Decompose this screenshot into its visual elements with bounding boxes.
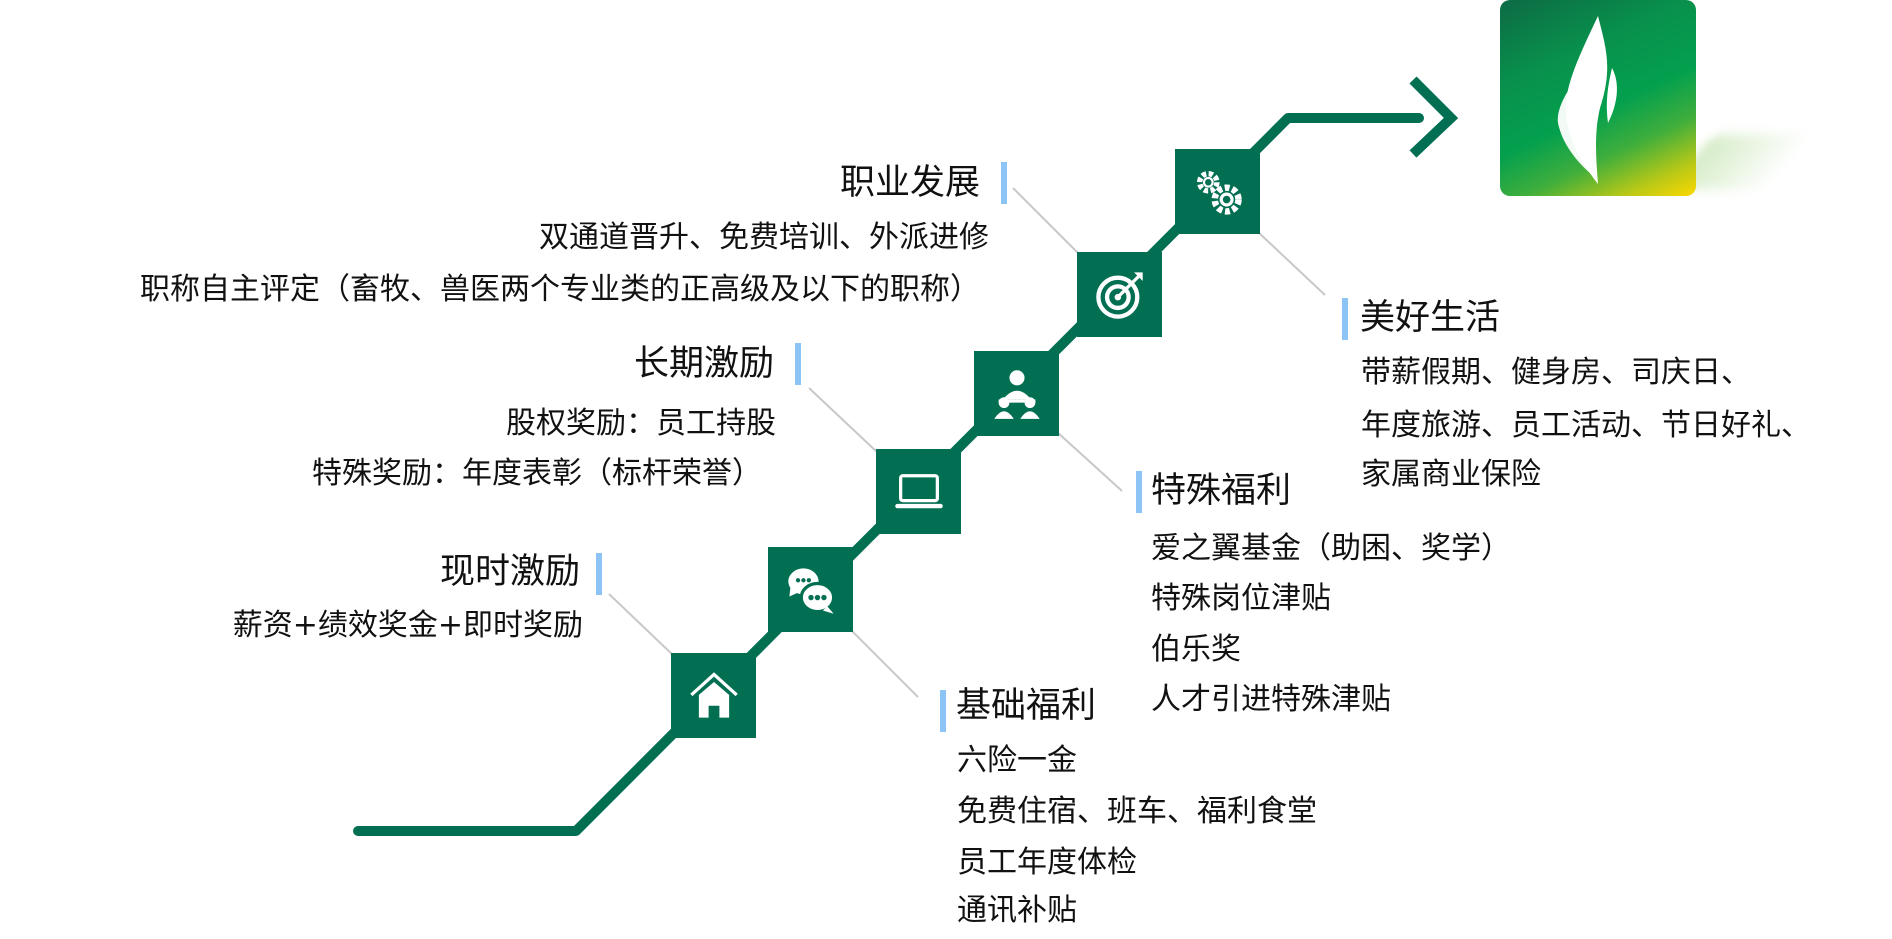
basic-welfare-item: 六险一金 xyxy=(957,743,1077,778)
home-icon xyxy=(689,671,738,718)
basic-welfare-item: 通讯补贴 xyxy=(957,893,1077,928)
current-incentive-title: 现时激励 xyxy=(439,552,580,592)
chat-box xyxy=(768,547,853,632)
special-welfare-item: 爱之翼基金（助困、奖学） xyxy=(1151,531,1511,566)
career-item: 双通道晋升、免费培训、外派进修 xyxy=(539,220,989,255)
long-term-item: 股权奖励：员工持股 xyxy=(506,406,776,441)
long-term-item: 特殊奖励：年度表彰（标杆荣誉） xyxy=(312,456,762,491)
special-welfare-title: 特殊福利 xyxy=(1151,471,1292,511)
good-life-title: 美好生活 xyxy=(1360,298,1501,338)
company-logo xyxy=(1500,0,1696,196)
special-welfare-item: 人才引进特殊津贴 xyxy=(1151,682,1391,717)
connector-lines xyxy=(608,187,1326,698)
title-accent-bar xyxy=(596,553,602,595)
team-box xyxy=(974,351,1059,436)
home-box xyxy=(671,653,756,738)
target-box xyxy=(1077,252,1162,337)
special-welfare-item: 伯乐奖 xyxy=(1151,632,1241,667)
title-accent-bar xyxy=(1136,471,1142,513)
title-accent-bar xyxy=(795,343,801,385)
gears-icon xyxy=(1196,170,1242,215)
arrow-head-icon xyxy=(1409,76,1459,158)
laptop-box xyxy=(876,449,961,534)
title-accent-bar xyxy=(940,690,946,732)
leaf-flame-icon xyxy=(1557,16,1617,184)
laptop-icon xyxy=(894,473,943,508)
chat-icon xyxy=(787,567,835,614)
special-welfare-item: 特殊岗位津贴 xyxy=(1151,581,1331,616)
career-item: 职称自主评定（畜牧、兽医两个专业类的正高级及以下的职称） xyxy=(140,272,980,307)
good-life-item: 带薪假期、健身房、司庆日、 xyxy=(1361,355,1751,390)
basic-welfare-item: 员工年度体检 xyxy=(957,845,1137,880)
title-accent-bar xyxy=(1342,298,1348,340)
basic-welfare-item: 免费住宿、班车、福利食堂 xyxy=(957,794,1317,829)
career-development-title: 职业发展 xyxy=(839,163,980,203)
team-icon xyxy=(993,369,1040,419)
title-accent-bar xyxy=(1001,162,1007,204)
gears-box xyxy=(1175,149,1260,234)
long-term-incentive-title: 长期激励 xyxy=(633,344,774,384)
current-incentive-item: 薪资+绩效奖金+即时奖励 xyxy=(232,608,583,643)
good-life-item: 年度旅游、员工活动、节日好礼、 xyxy=(1361,408,1811,443)
basic-welfare-title: 基础福利 xyxy=(956,686,1097,726)
good-life-item: 家属商业保险 xyxy=(1361,457,1541,492)
target-icon xyxy=(1095,271,1143,319)
